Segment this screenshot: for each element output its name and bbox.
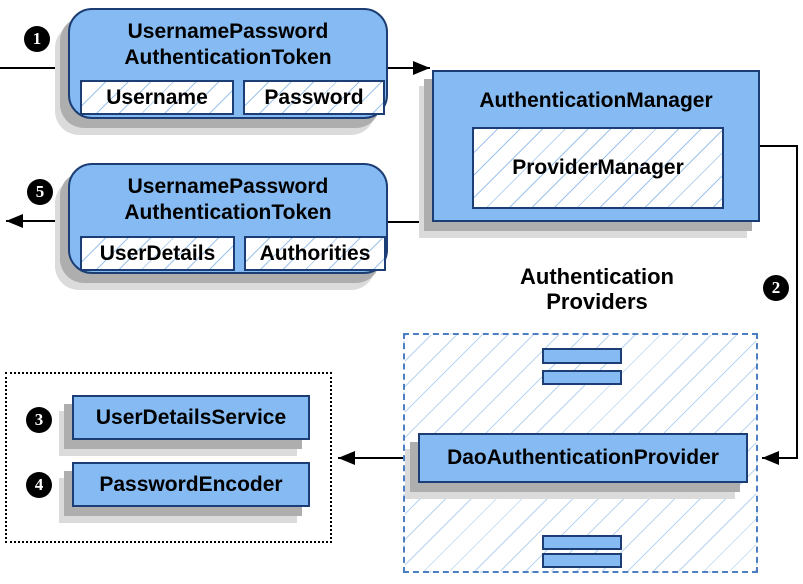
step-3-number: 3 <box>34 410 44 429</box>
password-field-box: Password <box>243 80 385 115</box>
providers-heading-line1: Authentication <box>520 264 674 289</box>
step-5-badge: 5 <box>27 179 53 205</box>
authorities-field-label: Authorities <box>259 241 371 265</box>
providers-heading: Authentication Providers <box>487 264 707 314</box>
request-token-title: UsernamePassword AuthenticationToken <box>70 19 386 71</box>
userdetails-field-label: UserDetails <box>99 241 216 265</box>
other-provider-bottom-bar-1 <box>542 535 622 550</box>
username-field-box: Username <box>80 80 234 115</box>
authorities-field-box: Authorities <box>244 236 386 271</box>
response-token-node: UsernamePassword AuthenticationToken Use… <box>68 163 388 274</box>
dao-authentication-provider-label: DaoAuthenticationProvider <box>447 446 719 469</box>
request-token-node: UsernamePassword AuthenticationToken Use… <box>68 8 388 119</box>
response-token-title: UsernamePassword AuthenticationToken <box>70 174 386 226</box>
step-1-number: 1 <box>32 29 42 48</box>
collaborators-group <box>5 372 332 543</box>
step-4-badge: 4 <box>26 472 52 498</box>
response-token-title-line2: AuthenticationToken <box>124 201 332 224</box>
password-field-label: Password <box>264 85 364 109</box>
step-2-number: 2 <box>771 278 781 297</box>
step-1-badge: 1 <box>24 26 50 52</box>
step-5-number: 5 <box>35 182 45 201</box>
response-token-title-line1: UsernamePassword <box>127 175 329 198</box>
request-token-title-line1: UsernamePassword <box>127 20 329 43</box>
userdetails-field-box: UserDetails <box>80 236 235 271</box>
provider-manager-label: ProviderManager <box>512 156 684 179</box>
username-field-label: Username <box>106 85 208 109</box>
authentication-manager-node: AuthenticationManager ProviderManager <box>432 70 760 222</box>
other-provider-top-bar-1 <box>542 348 622 364</box>
step-4-number: 4 <box>34 475 44 494</box>
request-token-title-line2: AuthenticationToken <box>124 46 332 69</box>
providers-heading-line2: Providers <box>546 289 648 314</box>
other-provider-bottom-bar-2 <box>542 553 622 568</box>
other-provider-top-bar-2 <box>542 370 622 385</box>
step-2-badge: 2 <box>763 275 789 301</box>
password-encoder-label: PasswordEncoder <box>99 472 283 496</box>
step-3-badge: 3 <box>26 407 52 433</box>
provider-manager-box: ProviderManager <box>472 127 724 209</box>
user-details-service-node: UserDetailsService <box>72 395 310 440</box>
dao-authentication-provider-node: DaoAuthenticationProvider <box>418 433 748 483</box>
authentication-manager-title: AuthenticationManager <box>479 89 713 112</box>
arrow-manager-to-provider <box>760 145 798 465</box>
password-encoder-node: PasswordEncoder <box>72 462 310 507</box>
user-details-service-label: UserDetailsService <box>95 405 287 429</box>
